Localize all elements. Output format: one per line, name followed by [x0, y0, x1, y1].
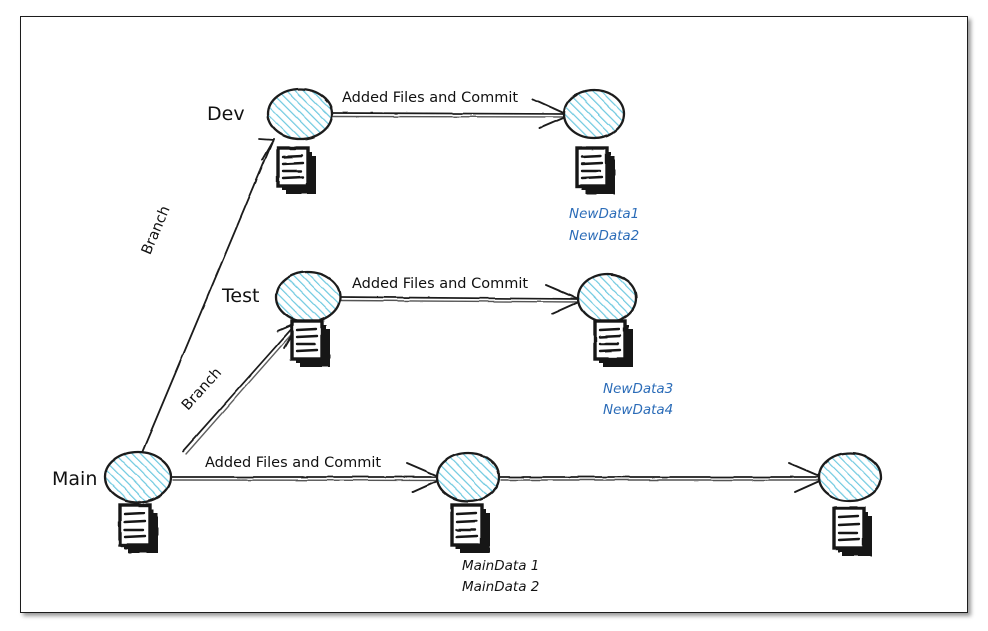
docs-icon — [118, 503, 158, 553]
edge-main-head — [499, 462, 825, 493]
node-main-head[interactable] — [817, 451, 883, 503]
edge-label-main: Added Files and Commit — [205, 455, 381, 471]
edge-test-commit — [339, 284, 582, 315]
branch-label-dev: Dev — [207, 103, 245, 125]
docs-icon — [593, 319, 633, 367]
docs-icon — [575, 146, 615, 194]
docs-icon — [450, 503, 490, 553]
node-test-commit[interactable] — [576, 272, 638, 324]
edge-label-dev: Added Files and Commit — [342, 90, 518, 106]
data-label-newdata2: NewData2 — [569, 228, 639, 244]
edge-label-test: Added Files and Commit — [352, 276, 528, 292]
edge-branch-dev — [140, 138, 275, 456]
branch-label-test: Test — [221, 285, 259, 307]
data-label-newdata1: NewData1 — [569, 206, 639, 222]
edge-dev-commit — [331, 98, 569, 129]
node-dev-head[interactable] — [266, 87, 334, 141]
diagram-frame — [20, 16, 968, 613]
node-main-root[interactable] — [103, 450, 173, 504]
data-label-maindata1: MainData 1 — [462, 558, 539, 574]
docs-icon — [832, 506, 872, 556]
branch-arrow-label-dev: Branch — [139, 204, 174, 257]
node-main-commit[interactable] — [435, 451, 501, 503]
docs-icon — [290, 319, 330, 367]
data-label-newdata4: NewData4 — [603, 402, 673, 418]
docs-icon — [276, 146, 316, 194]
branch-arrow-label-test: Branch — [179, 365, 225, 414]
node-dev-commit[interactable] — [562, 88, 626, 140]
branch-label-main: Main — [52, 468, 97, 490]
data-label-maindata2: MainData 2 — [462, 579, 539, 595]
data-label-newdata3: NewData3 — [603, 381, 673, 397]
node-test-head[interactable] — [274, 270, 342, 324]
